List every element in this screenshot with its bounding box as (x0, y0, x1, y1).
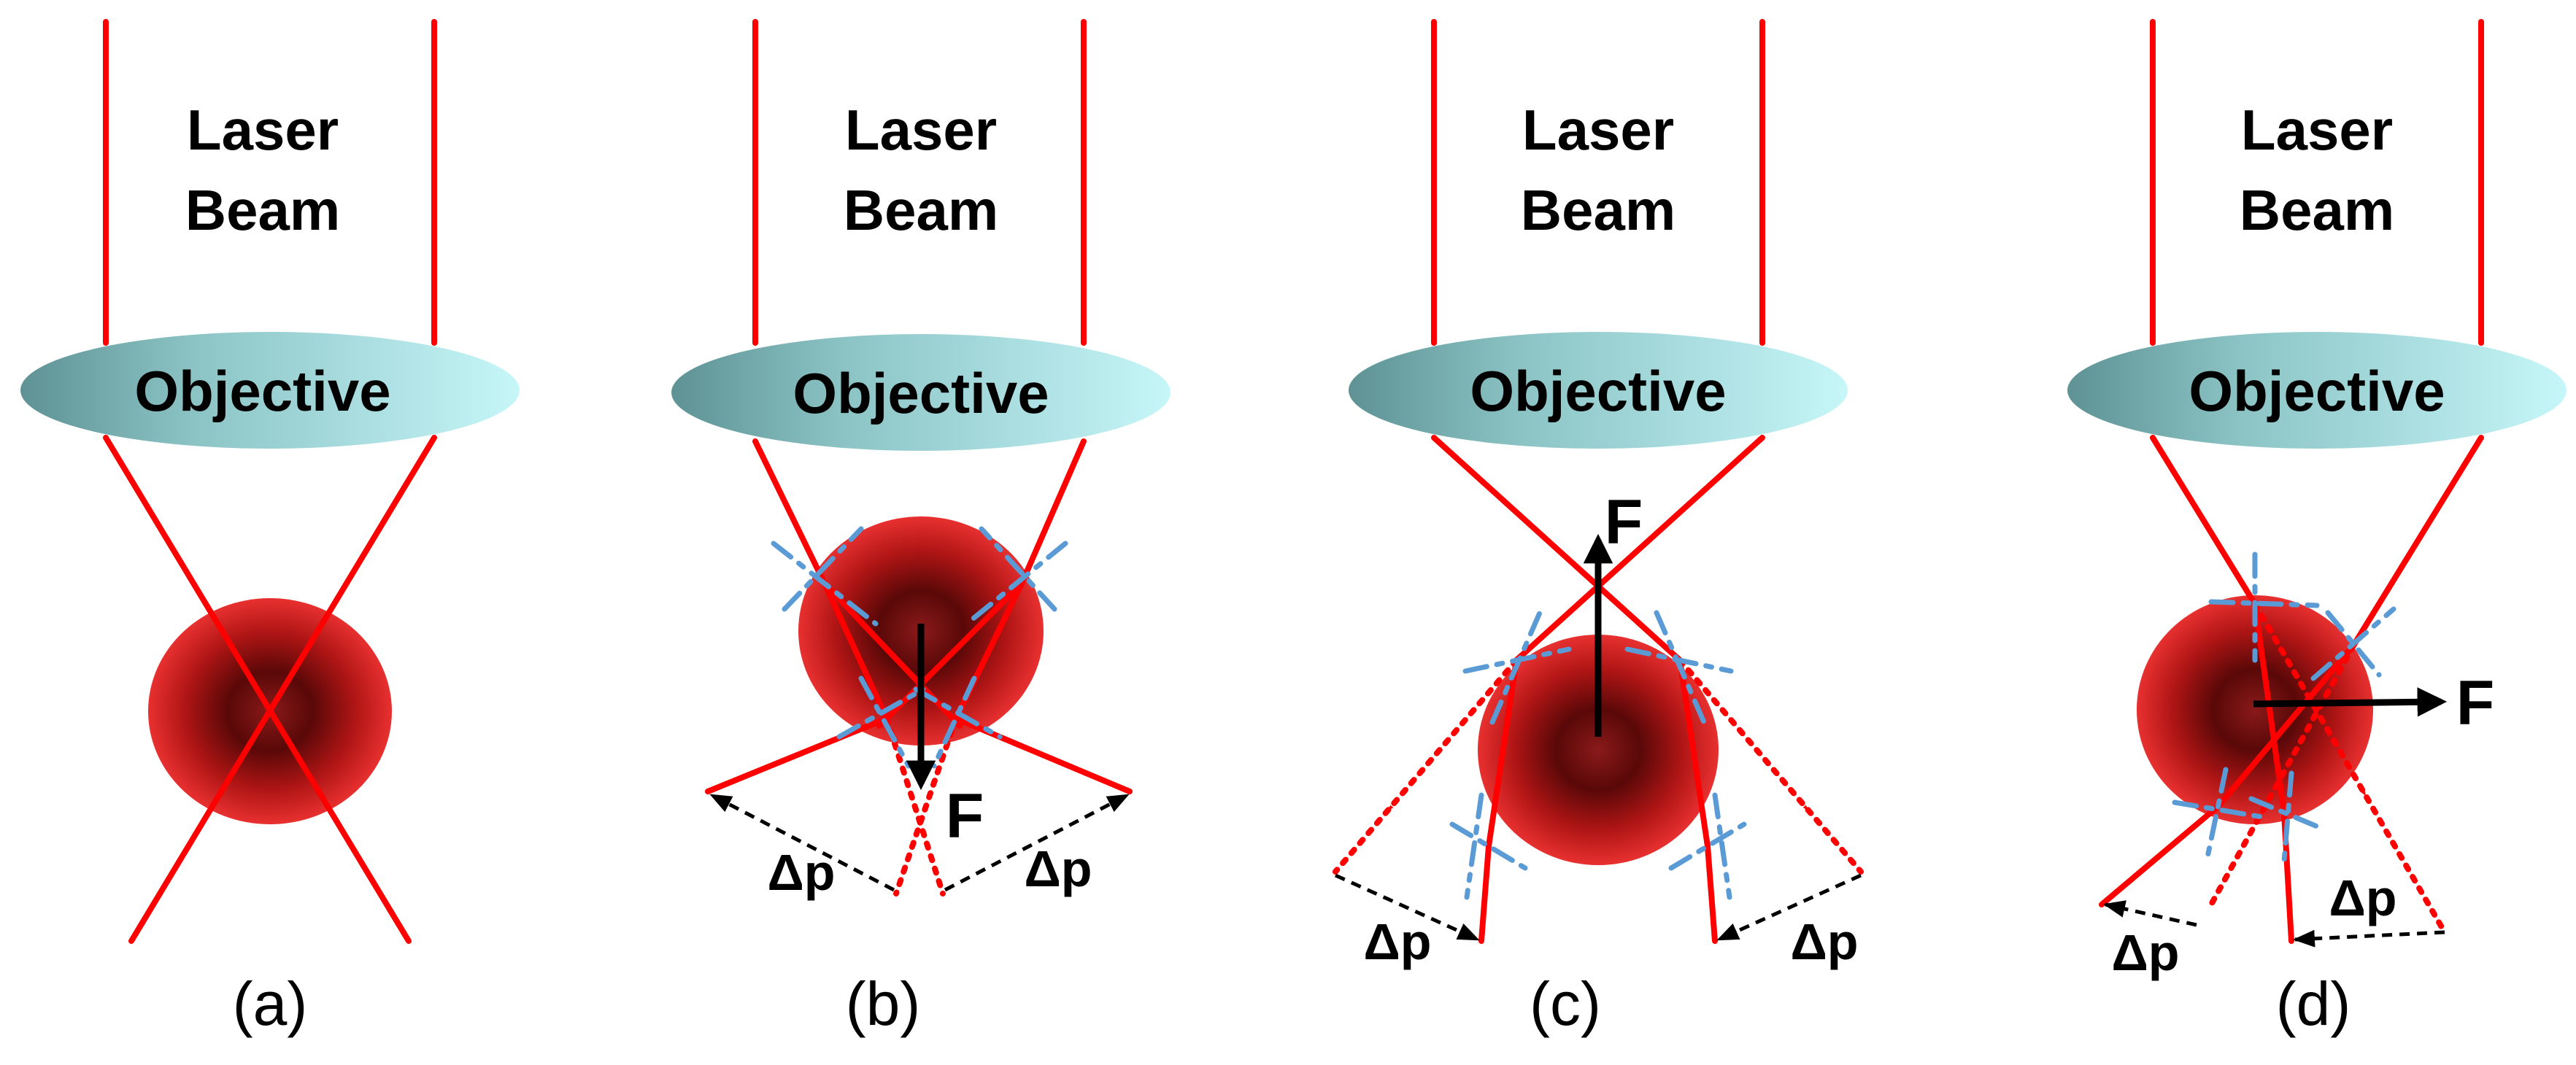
force-label: F (1605, 487, 1643, 557)
force-label: F (2456, 668, 2495, 738)
beam-label: Beam (2240, 178, 2394, 242)
force-arrow (2253, 687, 2448, 717)
undeflected-path-left (2208, 643, 2356, 907)
inner-cross-left (822, 581, 963, 729)
beam-label: Beam (185, 178, 340, 242)
panel-a: Laser Beam Objective (a) (20, 19, 520, 1038)
surface-normal (1668, 821, 1747, 871)
caption-b: (b) (846, 969, 921, 1038)
momentum-arrow-left (2103, 900, 2197, 927)
objective-label: Objective (134, 359, 390, 423)
caption-a: (a) (233, 969, 308, 1038)
caption-d: (d) (2276, 969, 2351, 1038)
undeflected-path-right (2252, 601, 2448, 935)
surface-normal (2248, 796, 2324, 831)
cell (1478, 635, 1719, 865)
momentum-label-left: Δp (767, 844, 835, 901)
caption-c: (c) (1530, 969, 1601, 1038)
surface-normal (964, 541, 1068, 627)
surface-normal (1654, 610, 1707, 725)
undeflected-path-right (893, 716, 959, 896)
refracted-beam-right (1019, 438, 1087, 586)
exit-beam-left (1478, 843, 1492, 944)
momentum-label-left: Δp (1363, 913, 1431, 970)
momentum-arrow-right (1716, 873, 1862, 942)
surface-normal (2208, 599, 2320, 608)
panel-b: Laser Beam Objective F Δp Δp (b (671, 19, 1171, 1038)
inner-beam-right (2216, 643, 2356, 809)
objective-lens (1349, 332, 1848, 449)
undeflected-path-right (1677, 657, 1864, 875)
surface-normal (2325, 610, 2382, 678)
objective-label: Objective (2189, 359, 2445, 423)
cell (2137, 595, 2373, 824)
surface-normal (771, 541, 879, 627)
surface-normal (1712, 792, 1732, 900)
laser-label: Laser (845, 98, 997, 162)
surface-normal (1449, 821, 1528, 871)
objective-label: Objective (1470, 359, 1726, 423)
panel-c: Laser Beam Objective F Δp Δp (c) (1333, 19, 1864, 1038)
surface-normal (1489, 610, 1543, 725)
surface-normal (1464, 792, 1484, 900)
surface-normal (931, 675, 977, 769)
undeflected-path-left (1333, 657, 1519, 875)
surface-normal (858, 675, 911, 769)
momentum-label-right: Δp (2329, 870, 2396, 926)
laser-label: Laser (2241, 98, 2393, 162)
refracted-beam-left (2150, 435, 2258, 607)
surface-normal (2172, 799, 2265, 820)
momentum-label-right: Δp (1790, 913, 1858, 970)
objective-lens (20, 332, 520, 449)
inner-beam-left (822, 581, 890, 721)
inner-cross-right (876, 581, 1025, 729)
inner-beam-left (2252, 601, 2287, 816)
refracted-beam-left (752, 438, 828, 586)
surface-normal (782, 526, 864, 612)
exit-beam-left (2099, 803, 2221, 907)
force-label: F (946, 781, 984, 851)
surface-normal (2281, 770, 2294, 864)
objective-lens (2067, 332, 2567, 449)
surface-normal (979, 526, 1057, 612)
surface-normal (2205, 767, 2229, 860)
objective-lens (671, 334, 1171, 451)
panel-d: Laser Beam Objective F Δp Δp (d) (2067, 19, 2567, 1038)
refracted-beam-left (1431, 435, 1683, 663)
momentum-label-left: Δp (2111, 924, 2179, 981)
objective-label: Objective (793, 361, 1049, 425)
refracted-beam-right (1513, 435, 1765, 663)
beam-label: Beam (844, 178, 998, 242)
exit-beam-right (1705, 843, 1718, 944)
laser-label: Laser (187, 98, 339, 162)
refracted-beam-right (128, 435, 437, 944)
refracted-beam-right (2351, 435, 2484, 648)
beam-label: Beam (1521, 178, 1675, 242)
undeflected-path-left (884, 716, 946, 896)
momentum-arrow-right (2293, 929, 2445, 948)
laser-label: Laser (1522, 98, 1674, 162)
momentum-arrow-left (1334, 873, 1480, 942)
refracted-beam-left (103, 435, 412, 944)
momentum-label-right: Δp (1024, 840, 1092, 897)
exit-beam-left (705, 716, 890, 794)
